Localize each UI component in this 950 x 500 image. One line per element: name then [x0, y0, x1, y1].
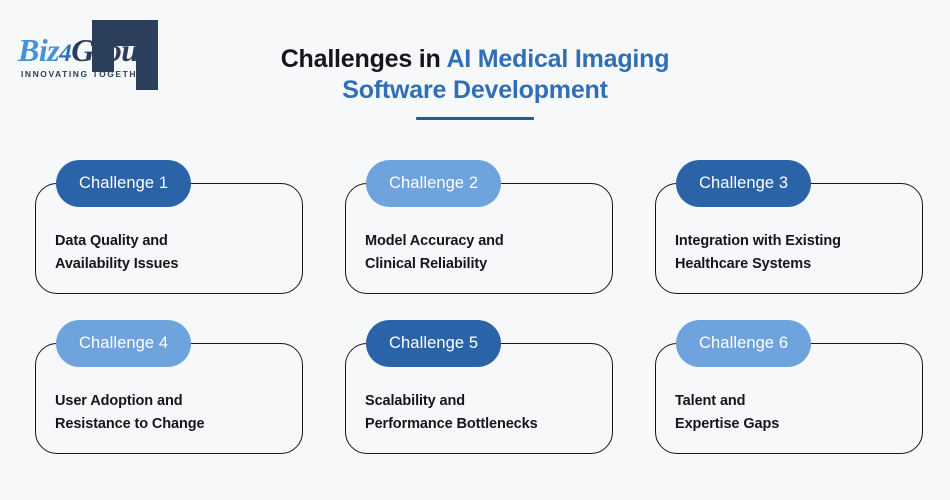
challenge-title-line: Resistance to Change	[55, 416, 205, 432]
logo-word-biz: Biz	[18, 32, 60, 68]
challenge-badge[interactable]: Challenge 6	[676, 320, 812, 367]
challenge-badge[interactable]: Challenge 3	[676, 160, 812, 207]
page-title-plain: Challenges in	[280, 45, 447, 73]
logo-word-four: 4	[59, 40, 72, 67]
logo-word: Biz4Group	[18, 32, 155, 68]
brand-logo[interactable]: Biz4Group INNOVATING TOGETHER	[18, 18, 178, 90]
logo-tagline: INNOVATING TOGETHER	[21, 69, 152, 79]
challenge-title-line: Expertise Gaps	[675, 416, 780, 432]
challenge-title-line: Talent and	[675, 393, 746, 409]
challenge-title-line: Performance Bottlenecks	[365, 416, 538, 432]
challenge-badge[interactable]: Challenge 2	[366, 160, 502, 207]
challenge-badge[interactable]: Challenge 5	[366, 320, 502, 367]
challenge-title-line: Data Quality and	[55, 233, 168, 249]
challenge-title-line: Clinical Reliability	[365, 256, 488, 272]
title-divider	[416, 117, 534, 120]
challenge-title-line: Integration with Existing	[675, 233, 841, 249]
page-title: Challenges in AI Medical Imaging Softwar…	[0, 44, 950, 106]
page-title-accent-line-1: AI Medical Imaging	[446, 45, 670, 73]
challenge-title-line: Availability Issues	[55, 256, 179, 272]
page-title-accent-line-2: Software Development	[342, 76, 608, 104]
challenge-title-line: Model Accuracy and	[365, 233, 504, 249]
challenge-badge[interactable]: Challenge 4	[56, 320, 192, 367]
challenge-title-line: Scalability and	[365, 393, 466, 409]
logo-word-group: Group	[71, 32, 155, 68]
logo-wordmark: Biz4Group INNOVATING TOGETHER	[18, 32, 155, 79]
challenge-title-line: User Adoption and	[55, 393, 183, 409]
logo-mark-icon	[92, 20, 158, 90]
challenge-title-line: Healthcare Systems	[675, 256, 812, 272]
challenge-badge[interactable]: Challenge 1	[56, 160, 192, 207]
